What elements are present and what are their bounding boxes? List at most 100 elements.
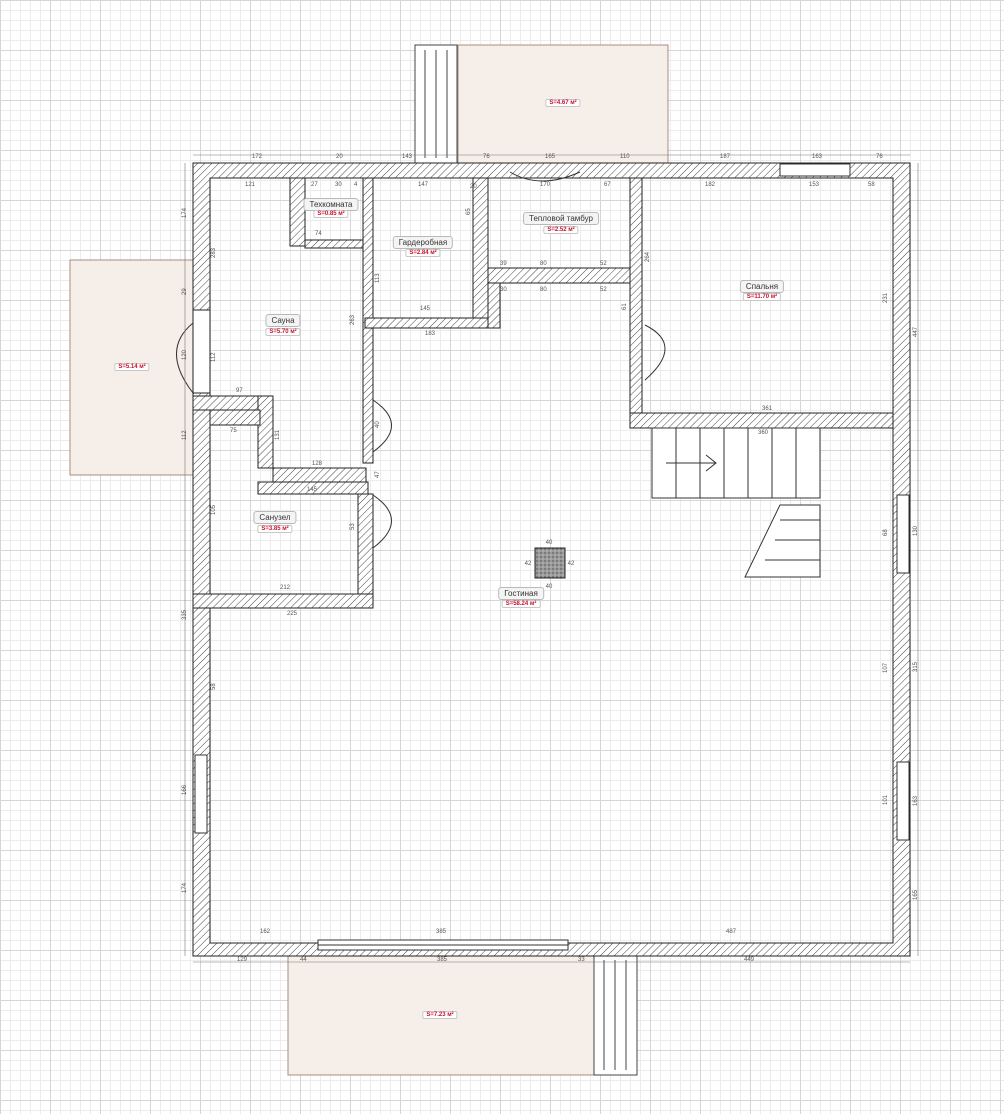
room-label-wardrobe: Гардеробная [392,236,454,249]
dim-label: 61 [622,303,628,310]
door-arc-bath [372,494,392,549]
room-area-sauna: S=5.70 м² [265,328,301,336]
dim-label: 58 [868,182,875,188]
dim-label: 231 [883,292,889,303]
dim-label: 174 [182,207,188,218]
dimension-lines [184,154,919,963]
dim-label: 165 [545,154,556,160]
column-dim-top: 40 [546,540,553,546]
door-arc-corridor [372,399,392,453]
dim-label: 74 [315,231,322,237]
dim-label: 29 [182,288,188,295]
dim-label: 187 [720,154,731,160]
dim-label: 20 [470,184,477,190]
dim-label: 131 [275,429,281,440]
terrace-area-bottom: S=7.23 м² [422,1011,458,1019]
dim-label: 112 [182,430,188,440]
dim-label: 105 [211,504,217,515]
room-label-bathroom: Санузел [253,511,297,524]
dim-label: 113 [375,273,381,283]
dim-label: 315 [913,661,919,672]
dim-label: 68 [883,529,889,536]
dim-label: 360 [758,430,769,436]
wall-vest-mid [487,267,634,284]
wall-wardrobe-right [472,177,489,329]
dim-label: 76 [876,154,883,160]
room-area-wardrobe: S=2.84 м² [405,249,441,257]
dim-label: 264 [645,251,651,262]
room-area-tech: S=0.85 м² [313,210,349,218]
room-area-living: S=58.24 м² [501,600,541,608]
dim-label: 4 [354,182,358,188]
outer-walls [192,162,911,957]
concrete-column [534,547,566,579]
dim-label: 170 [540,182,551,188]
dim-label: 33 [578,957,585,963]
dim-label: 97 [236,388,243,394]
outer-wall-shell [192,162,911,957]
wall-vest-right [487,282,501,329]
dim-label: 385 [437,957,448,963]
dim-label: 163 [913,795,919,806]
dim-label: 487 [726,929,737,935]
wall-bath-bottom [192,593,374,609]
wall-bath-top [257,481,369,495]
dim-label: 80 [540,287,547,293]
entrance-steps [414,44,638,1076]
dim-label: 53 [350,523,356,530]
door-arc-tambur [509,171,581,182]
column-dim-bottom: 40 [546,584,553,590]
room-area-tambur: S=2.52 м² [543,226,579,234]
room-label-bedroom: Спальня [739,280,785,293]
terrace-area-top: S=4.67 м² [545,99,581,107]
column-dim-right: 42 [568,561,575,567]
wall-sauna-low-right [257,395,274,469]
dim-label: 182 [705,182,716,188]
dim-label: 27 [311,182,318,188]
dim-label: 283 [211,247,217,258]
wall-bath-left [209,409,261,426]
dim-label: 174 [182,882,188,893]
column-dim-left: 42 [525,561,532,567]
dim-label: 40 [375,421,381,428]
dim-label: 39 [500,261,507,267]
room-label-sauna: Сауна [265,314,301,327]
dim-label: 225 [287,611,298,617]
dim-label: 112 [211,352,217,362]
dim-label: 65 [466,208,472,215]
dim-label: 52 [600,261,607,267]
door-arc-bedroom [644,324,666,381]
dim-label: 44 [300,957,307,963]
dim-label: 212 [280,585,291,591]
dim-label: 361 [762,406,773,412]
dim-label: 183 [425,331,436,337]
dim-label: 449 [744,957,755,963]
dim-label: 130 [913,525,919,536]
room-label-living: Гостиная [498,587,544,600]
room-area-bathroom: S=3.85 м² [257,525,293,533]
dim-label: 166 [182,784,188,795]
dim-label: 107 [883,662,889,673]
dim-label: 145 [307,487,318,493]
dim-label: 129 [237,957,248,963]
terrace-area-left: S=5.14 м² [114,363,150,371]
windows [194,163,910,951]
doors [176,171,666,549]
dim-label: 153 [809,182,820,188]
dim-label: 30 [335,182,342,188]
dim-label: 121 [245,182,256,188]
wall-left-entry [192,309,211,394]
dim-label: 147 [418,182,429,188]
interior-walls [192,177,894,609]
dim-label: 335 [182,609,188,620]
dim-label: 110 [620,154,630,160]
room-area-bedroom: S=11.70 м² [742,293,782,301]
dim-label: 143 [402,154,413,160]
dim-label: 162 [260,929,271,935]
wall-sauna-right [289,177,306,247]
wall-corridor [272,467,367,483]
dim-label: 447 [913,326,919,337]
dim-label: 165 [913,889,919,900]
dim-label: 67 [604,182,611,188]
